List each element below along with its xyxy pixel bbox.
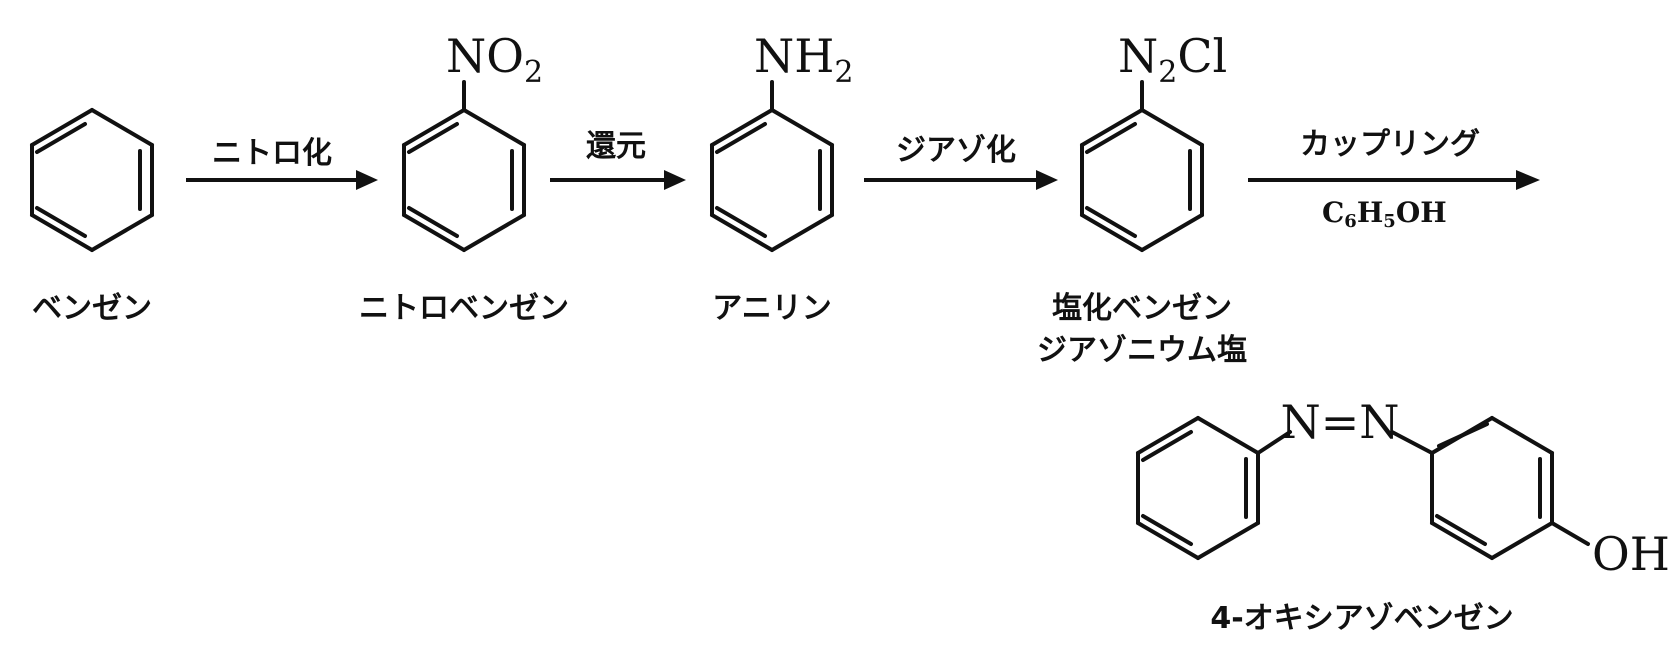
compound-name-hydroxyazobenzene: 4-オキシアゾベンゼン	[1210, 601, 1513, 636]
azo-bond-left	[1256, 430, 1292, 455]
reaction-label-diazotization: ジアゾ化	[896, 133, 1016, 168]
reaction-arrow-reduction: 還元	[550, 129, 686, 190]
diazonium-ring	[1080, 108, 1204, 252]
azo-group-label: N=N	[1280, 395, 1399, 449]
benzene-structure: ベンゼン	[30, 108, 154, 326]
hydroxyl-group-label: OH	[1592, 527, 1670, 581]
reaction-condition-phenol: C6H5OH	[1322, 196, 1447, 232]
reaction-label-coupling: カップリング	[1300, 127, 1480, 162]
benzene-ring	[30, 108, 154, 252]
diazonium-group-label: N2Cl	[1118, 29, 1227, 90]
phenyl-ring-left	[1136, 416, 1260, 560]
aniline-structure: NH2 アニリン	[710, 29, 853, 326]
amino-group-label: NH2	[754, 29, 853, 90]
compound-name-aniline: アニリン	[712, 291, 831, 326]
aniline-ring	[710, 108, 834, 252]
compound-name-diazonium-line1: 塩化ベンゼン	[1052, 291, 1232, 326]
arrow-head	[1036, 170, 1058, 190]
reaction-label-nitration: ニトロ化	[212, 136, 332, 171]
azo-bond-right	[1390, 430, 1434, 455]
nitrobenzene-structure: NO2 ニトロベンゼン	[359, 29, 569, 326]
reaction-arrow-nitration: ニトロ化	[186, 136, 378, 190]
phenol-ring-right	[1430, 416, 1554, 560]
reaction-arrow-diazotization: ジアゾ化	[864, 133, 1058, 190]
arrow-head	[1516, 170, 1540, 190]
compound-name-nitrobenzene: ニトロベンゼン	[359, 291, 569, 326]
nitrobenzene-ring	[402, 108, 526, 252]
hydroxyazobenzene-structure: N=N OH 4-オキシアゾベンゼン	[1136, 395, 1670, 636]
arrow-head	[356, 170, 378, 190]
compound-name-benzene: ベンゼン	[32, 291, 152, 326]
diazonium-salt-structure: N2Cl 塩化ベンゼン ジアゾニウム塩	[1037, 29, 1247, 368]
nitro-group-label: NO2	[446, 29, 543, 90]
hydroxyl-bond	[1550, 521, 1590, 546]
compound-name-diazonium-line2: ジアゾニウム塩	[1037, 333, 1247, 368]
reaction-arrow-coupling: カップリング C6H5OH	[1248, 127, 1540, 232]
reaction-label-reduction: 還元	[586, 129, 646, 164]
arrow-head	[664, 170, 686, 190]
